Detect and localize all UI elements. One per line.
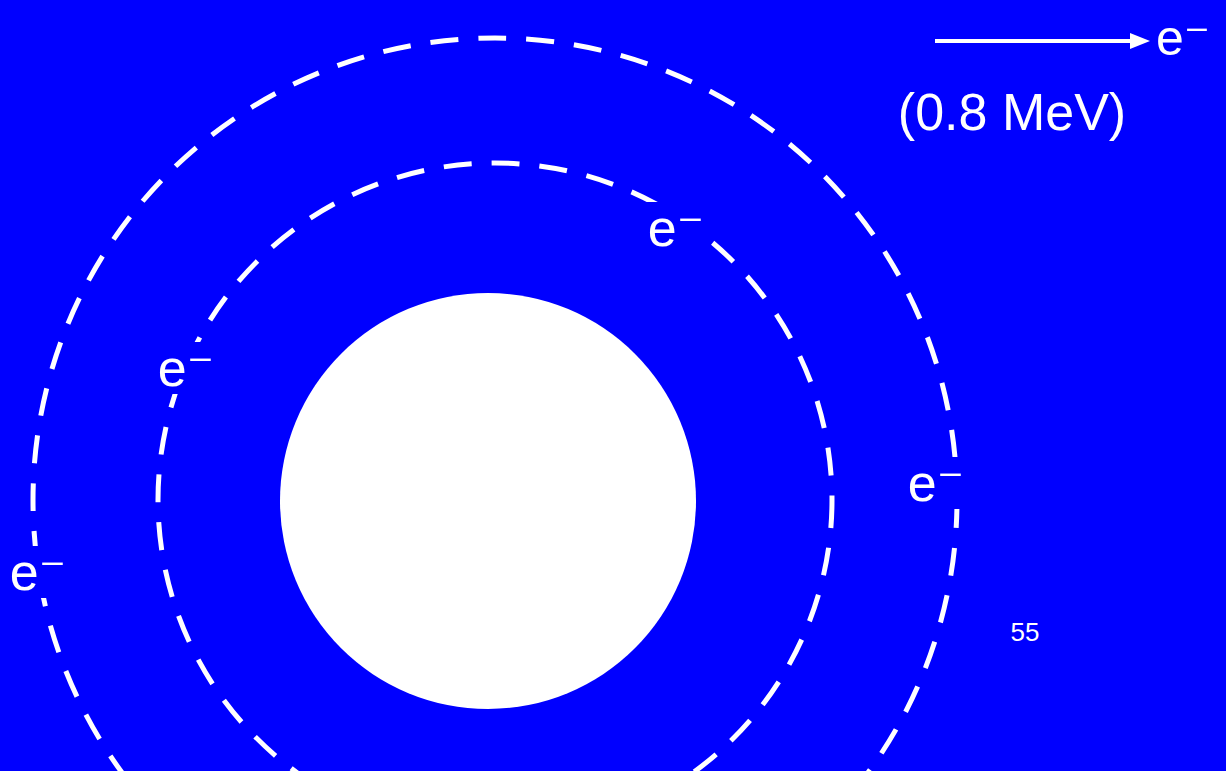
emission-arrow — [935, 39, 1132, 43]
nucleus — [280, 293, 696, 709]
outer-orbit — [33, 38, 957, 771]
electron-label: e⁻ — [155, 342, 217, 394]
page-number: 55 — [1008, 619, 1043, 645]
inner-orbit — [158, 163, 832, 771]
electron-label: e⁻ — [905, 457, 967, 509]
arrow-head — [1130, 33, 1150, 49]
electron-label: e⁻ — [645, 202, 707, 254]
electron-label: e⁻ — [7, 546, 69, 598]
electron-label: e⁻ — [1153, 13, 1213, 63]
energy-label: (0.8 MeV) — [895, 86, 1129, 138]
